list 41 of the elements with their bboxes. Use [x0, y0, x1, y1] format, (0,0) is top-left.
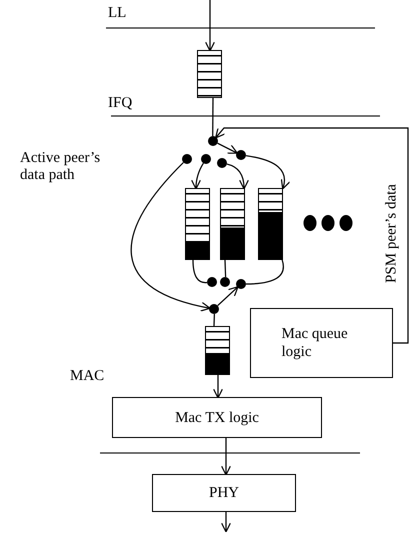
queue-buffer — [197, 50, 222, 98]
connector-line — [212, 98, 214, 136]
process-box — [152, 474, 296, 512]
queue-buffer — [258, 188, 283, 260]
arrow — [246, 155, 290, 190]
junction-dot — [208, 136, 218, 146]
arrow — [215, 127, 409, 344]
arrow — [212, 375, 224, 398]
junction-dot — [220, 277, 230, 287]
arrow — [226, 164, 249, 190]
junction-dot — [207, 277, 217, 287]
layer-label: MAC — [70, 368, 104, 385]
arrow — [204, 0, 216, 52]
junction-dot — [236, 150, 246, 160]
junction-dot — [236, 279, 246, 289]
connector-line — [224, 260, 226, 278]
box-text: Mac queue logic — [282, 325, 349, 361]
junction-dot — [201, 154, 211, 164]
edge-label: PSM peer’s data — [384, 183, 400, 285]
queue-buffer — [185, 188, 210, 260]
arrow — [220, 512, 232, 532]
queue-buffer — [220, 188, 245, 260]
connector-line — [213, 314, 215, 326]
layer-label: IFQ — [108, 95, 132, 112]
process-box — [112, 397, 322, 438]
queue-buffer — [205, 326, 230, 375]
junction-dot — [209, 304, 219, 314]
connector-line — [192, 260, 208, 284]
arrow — [217, 142, 238, 154]
layer-label: LL — [108, 5, 126, 22]
arrow — [220, 438, 232, 476]
junction-dot — [217, 158, 227, 168]
connector-line — [246, 260, 284, 285]
process-box — [250, 308, 393, 378]
junction-dot — [182, 154, 192, 164]
arrow — [217, 286, 239, 306]
box-text: PHY — [208, 484, 239, 502]
edge-label: Active peer’s data path — [20, 150, 102, 184]
arrow — [191, 162, 204, 190]
box-text: Mac TX logic — [175, 408, 259, 426]
arrow — [130, 162, 211, 312]
